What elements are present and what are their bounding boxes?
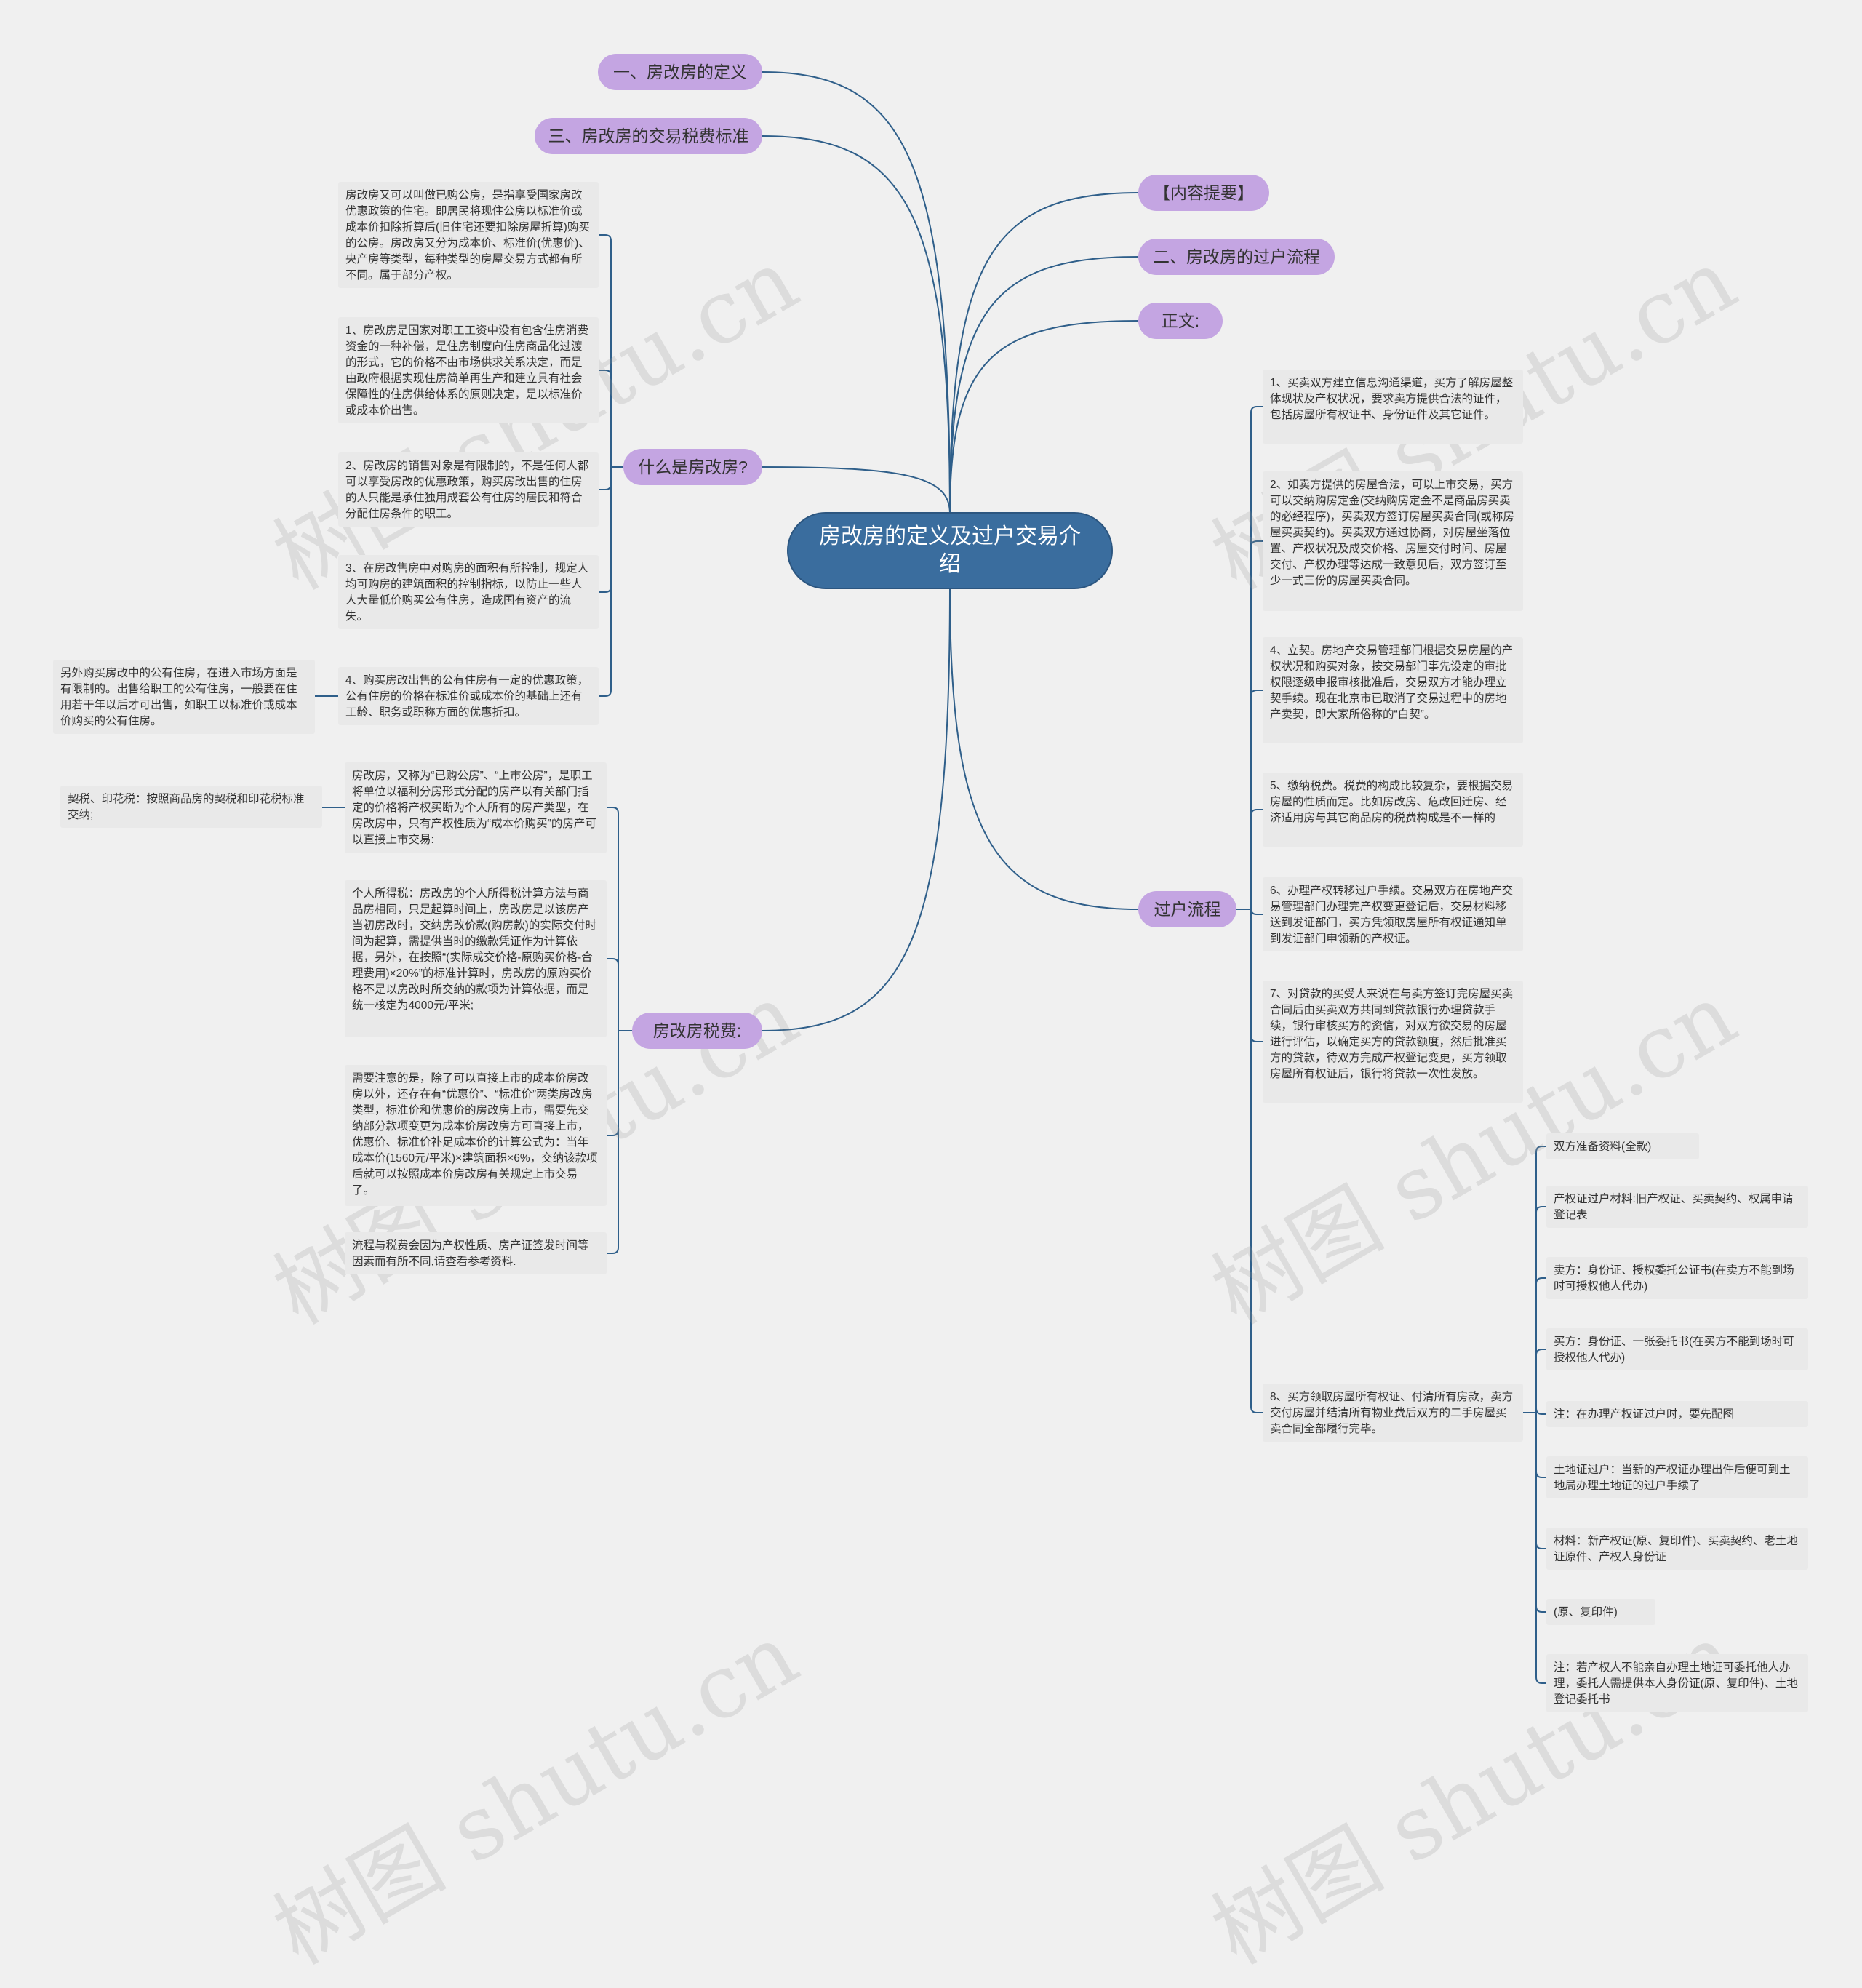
- process-step-leaf: 5、缴纳税费。税费的构成比较复杂，要根据交易房屋的性质而定。比如房改房、危改回迁…: [1263, 773, 1523, 847]
- branch-connector: [762, 135, 951, 514]
- bracket-connector: [1535, 1471, 1546, 1478]
- branch-definition[interactable]: 一、房改房的定义: [598, 54, 762, 90]
- bracket-connector: [1535, 1349, 1546, 1356]
- connector-lines: [315, 71, 1546, 1684]
- bracket-connector: [1250, 1035, 1263, 1042]
- branch-tax[interactable]: 房改房税费:: [632, 1013, 762, 1049]
- bracket-connector: [599, 690, 612, 697]
- branch-process-title[interactable]: 二、房改房的过户流程: [1138, 239, 1335, 275]
- branch-connector: [949, 256, 1139, 514]
- what-is-sub-leaf: 另外购买房改中的公有住房，在进入市场方面是有限制的。出售给职工的公有住房，一般要…: [53, 660, 315, 734]
- bracket-connector: [1250, 809, 1263, 816]
- step8-detail-leaf: 土地证过户：当新的产权证办理出件后便可到土地局办理土地证的过户手续了: [1546, 1456, 1808, 1498]
- bracket-connector: [607, 958, 619, 965]
- branch-connector: [949, 320, 1139, 514]
- tax-leaf: 流程与税费会因为产权性质、房产证签发时间等因素而有所不同,请查看参考资料.: [345, 1232, 607, 1274]
- bracket-connector: [1535, 1146, 1546, 1153]
- branch-process[interactable]: 过户流程: [1138, 891, 1236, 927]
- bracket-connector: [599, 586, 612, 593]
- tax-leaf: 需要注意的是，除了可以直接上市的成本价房改房以外，还存在有“优惠价”、“标准价”…: [345, 1065, 607, 1206]
- bracket-connector: [1535, 1206, 1546, 1213]
- branch-connector: [762, 466, 951, 514]
- what-is-leaf: 3、在房改售房中对购房的面积有所控制，规定人均可购房的建筑面积的控制指标，以防止…: [338, 555, 599, 629]
- bracket-connector: [1535, 1408, 1546, 1415]
- what-is-leaf: 2、房改房的销售对象是有限制的，不是任何人都可以享受房改的优惠政策，购买房改出售…: [338, 452, 599, 527]
- bracket-connector: [1535, 1605, 1546, 1613]
- bracket-connector: [1250, 908, 1263, 915]
- branch-connector: [949, 192, 1139, 514]
- bracket-connector: [607, 1247, 619, 1254]
- process-step-leaf: 4、立契。房地产交易管理部门根据交易房屋的产权状况和购买对象，按交易部门事先设定…: [1263, 637, 1523, 743]
- branch-connector: [762, 71, 951, 514]
- step8-detail-leaf: 注：在办理产权证过户时，要先配图: [1546, 1401, 1808, 1427]
- what-is-leaf: 房改房又可以叫做已购公房，是指享受国家房改优惠政策的住宅。即居民将现住公房以标准…: [338, 182, 599, 288]
- branch-tax-standard[interactable]: 三、房改房的交易税费标准: [535, 118, 762, 154]
- process-step-leaf: 6、办理产权转移过户手续。交易双方在房地产交易管理部门办理完产权变更登记后，交易…: [1263, 877, 1523, 951]
- process-step-leaf: 1、买卖双方建立信息沟通渠道，买方了解房屋整体现状及产权状况，要求卖方提供合法的…: [1263, 370, 1523, 444]
- branch-connector: [762, 587, 951, 1031]
- step8-detail-leaf: 买方：身份证、一张委托书(在买方不能到场时可授权他人代办): [1546, 1328, 1808, 1370]
- bracket-connector: [1250, 690, 1263, 697]
- what-is-leaf: 1、房改房是国家对职工工资中没有包含住房消费资金的一种补偿，是住房制度向住房商品…: [338, 317, 599, 423]
- bracket-connector: [599, 370, 612, 377]
- bracket-connector: [599, 483, 612, 490]
- branch-what-is[interactable]: 什么是房改房?: [623, 449, 762, 485]
- what-is-leaf: 4、购买房改出售的公有住房有一定的优惠政策，公有住房的价格在标准价或成本价的基础…: [338, 667, 599, 725]
- bracket-connector: [1535, 1277, 1546, 1285]
- tax-leaf: 个人所得税：房改房的个人所得税计算方法与商品房相同，只是起算时间上，房改房是以该…: [345, 880, 607, 1037]
- step8-detail-leaf: (原、复印件): [1546, 1599, 1655, 1625]
- step8-detail-leaf: 材料：新产权证(原、复印件)、买卖契约、老土地证原件、产权人身份证: [1546, 1528, 1808, 1570]
- process-step-leaf: 2、如卖方提供的房屋合法，可以上市交易，买方可以交纳购房定金(交纳购房定金不是商…: [1263, 471, 1523, 611]
- branch-body[interactable]: 正文:: [1138, 303, 1223, 339]
- branch-connector: [949, 587, 1139, 910]
- step8-detail-leaf: 注：若产权人不能亲自办理土地证可委托他人办理，委托人需提供本人身份证(原、复印件…: [1546, 1654, 1808, 1712]
- step8-detail-leaf: 卖方：身份证、授权委托公证书(在卖方不能到场时可授权他人代办): [1546, 1257, 1808, 1299]
- bracket-connector: [1250, 540, 1263, 548]
- bracket-connector: [607, 807, 619, 814]
- process-step-leaf: 8、买方领取房屋所有权证、付清所有房款，卖方交付房屋并结清所有物业费后双方的二手…: [1263, 1384, 1523, 1442]
- bracket-connector: [1535, 1677, 1546, 1684]
- step8-detail-leaf: 产权证过户材料:旧产权证、买卖契约、权属申请登记表: [1546, 1186, 1808, 1228]
- bracket-connector: [599, 234, 612, 241]
- step8-detail-leaf: 双方准备资料(全款): [1546, 1133, 1699, 1159]
- bracket-connector: [1535, 1542, 1546, 1549]
- process-step-leaf: 7、对贷款的买受人来说在与卖方签订完房屋买卖合同后由买卖双方共同到贷款银行办理贷…: [1263, 981, 1523, 1103]
- bracket-connector: [1250, 406, 1263, 413]
- tax-sub-leaf: 契税、印花税：按照商品房的契税和印花税标准交纳;: [60, 786, 322, 828]
- branch-summary[interactable]: 【内容提要】: [1138, 175, 1269, 211]
- tax-leaf: 房改房，又称为“已购公房”、“上市公房”，是职工将单位以福利分房形式分配的房产以…: [345, 762, 607, 853]
- bracket-connector: [1250, 1406, 1263, 1413]
- bracket-connector: [607, 1129, 619, 1136]
- root-node[interactable]: 房改房的定义及过户交易介绍: [787, 512, 1113, 589]
